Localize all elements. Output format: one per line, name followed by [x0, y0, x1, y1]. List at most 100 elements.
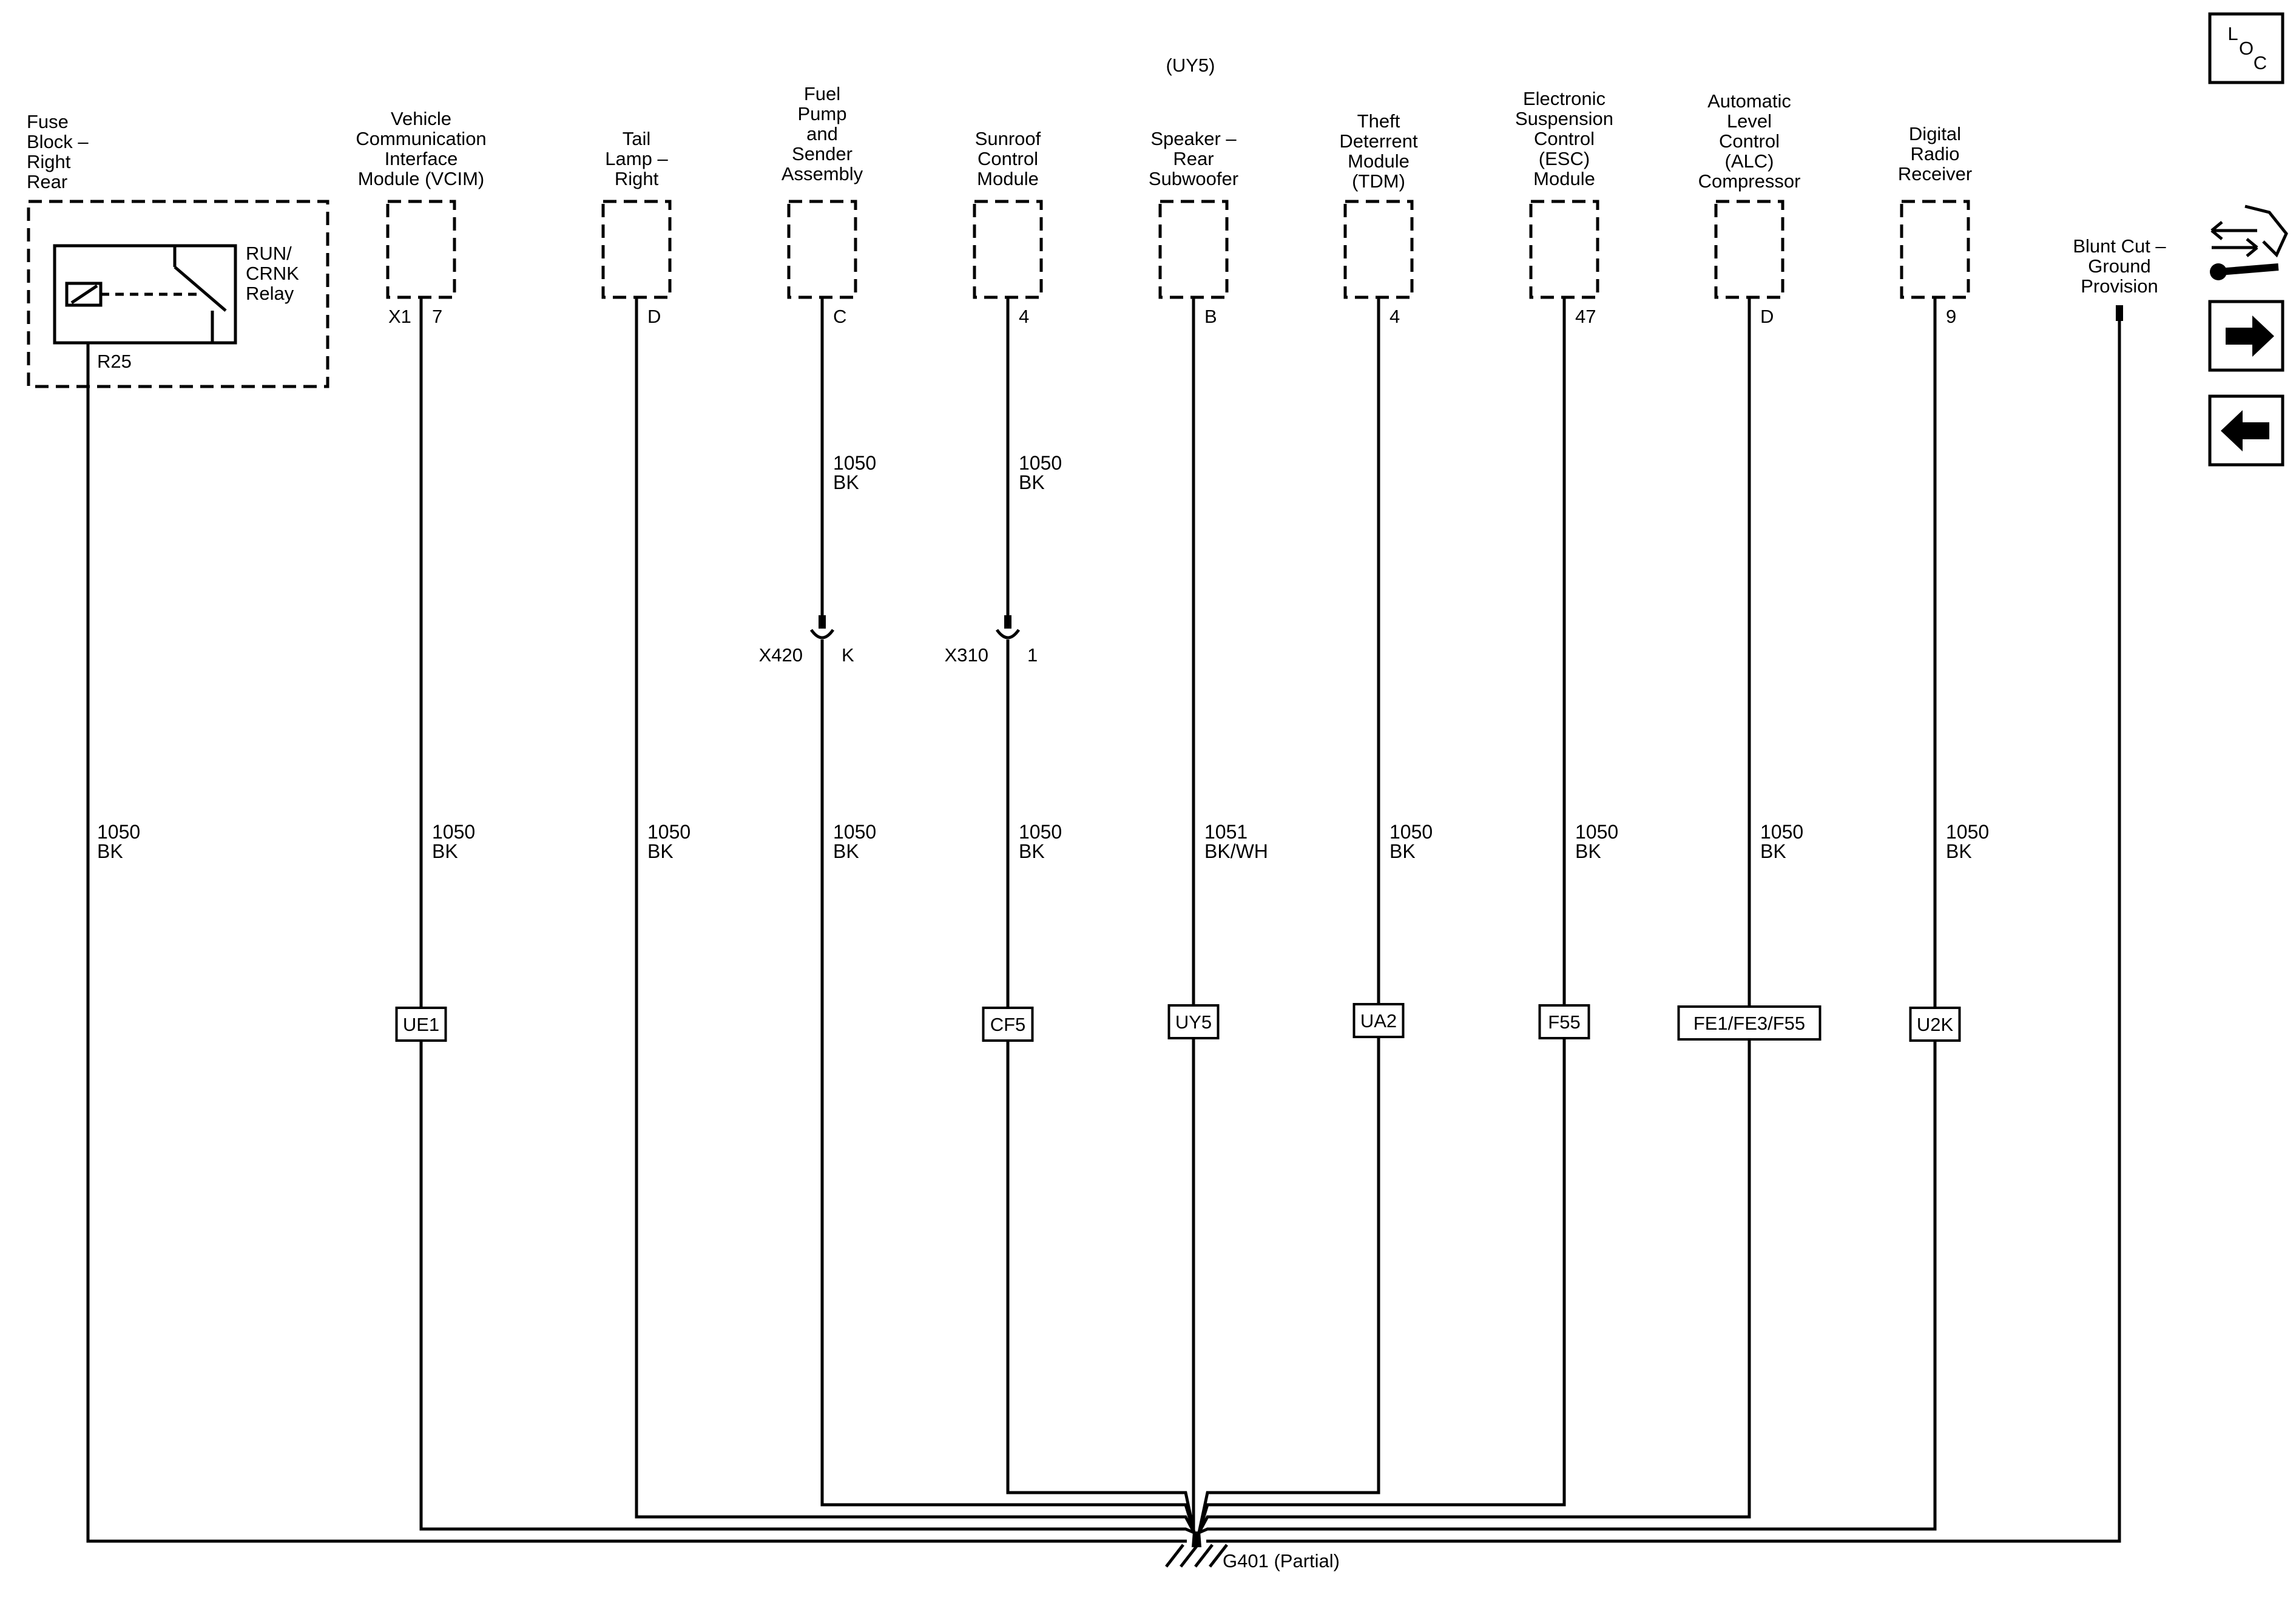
component-subwoofer-box: [1158, 200, 1229, 299]
fuse-block-title-line: Fuse: [27, 111, 69, 132]
component-esc-label-line: Module: [1533, 168, 1595, 189]
option-label-esc: F55: [1548, 1011, 1580, 1033]
component-fuel-pump-box: [787, 200, 857, 299]
option-box-subwoofer: [1167, 1004, 1220, 1039]
relay-wire-color: BK: [97, 840, 123, 862]
ground-bus: [86, 343, 1187, 1543]
inline-pin-label-sunroof: 1: [1027, 644, 1038, 666]
component-tail-lamp-label-line: Right: [615, 168, 659, 189]
pin-subwoofer: B: [1204, 306, 1217, 327]
component-tdm-label-line: Module: [1348, 150, 1410, 172]
fuse-block-title-line: Block –: [27, 131, 89, 152]
component-radio-label-line: Digital: [1909, 123, 1961, 144]
component-tail-lamp-label-line: Tail: [623, 128, 651, 149]
option-box-alc: [1677, 1005, 1822, 1041]
arrow-right-icon: [2226, 316, 2274, 357]
option-label-tdm: UA2: [1360, 1010, 1397, 1031]
fuse-block-outline: [27, 200, 329, 388]
circuit-fuel-pump: 1050: [833, 821, 876, 843]
ground-hash-2: [1194, 1544, 1214, 1568]
option-box-radio: [1909, 1007, 1961, 1042]
wrench-head: [2210, 263, 2227, 280]
relay-switch-blade: [174, 266, 227, 312]
connector-wrench-icon: [2210, 204, 2288, 280]
fuse-block-title-line: Right: [27, 151, 71, 172]
ground-hash-3: [1209, 1544, 1228, 1568]
color-sunroof: BK: [1019, 840, 1045, 862]
inline-pin-label-fuel-pump: K: [842, 644, 854, 666]
option-label-vcim: UE1: [403, 1014, 439, 1035]
blunt-cut-label-line: Provision: [2081, 275, 2158, 297]
color-vcim: BK: [432, 840, 458, 862]
circuit-tdm: 1050: [1389, 821, 1433, 843]
circuit-alc: 1050: [1760, 821, 1803, 843]
circuit-tail-lamp: 1050: [647, 821, 690, 843]
pin-tdm: 4: [1389, 306, 1400, 327]
option-tdm: UA2: [1352, 1003, 1405, 1038]
component-tdm-label-line: (TDM): [1352, 170, 1405, 192]
color-esc: BK: [1575, 840, 1601, 862]
loc-letter: C: [2254, 52, 2267, 73]
ground-point: [1192, 1531, 1201, 1547]
component-esc-box: [1529, 200, 1599, 299]
component-fuel-pump-label-line: Fuel: [804, 83, 840, 104]
ground-g401: G401 (Partial): [1165, 1531, 1340, 1571]
color-subwoofer: BK/WH: [1204, 840, 1268, 862]
component-tdm-label-line: Deterrent: [1339, 130, 1418, 152]
option-esc: F55: [1538, 1004, 1590, 1039]
arrow-left-icon: [2221, 410, 2269, 451]
connector-arrow-bottom: [2212, 238, 2258, 257]
color-fuel-pump: BK: [833, 840, 859, 862]
wire-esc: [1197, 297, 1566, 1533]
color-tdm: BK: [1389, 840, 1416, 862]
option-alc: FE1/FE3/F55: [1677, 1005, 1822, 1041]
loc-letter: L: [2227, 23, 2238, 44]
nav-panel: LOC: [2208, 12, 2288, 467]
option-label-subwoofer: UY5: [1175, 1011, 1212, 1033]
upper-color-sunroof: BK: [1019, 471, 1045, 493]
connector-cable: [2244, 204, 2288, 258]
circuit-radio: 1050: [1946, 821, 1989, 843]
pin-sunroof: 4: [1019, 306, 1029, 327]
component-alc-label-line: (ALC): [1725, 150, 1774, 172]
circuit-esc: 1050: [1575, 821, 1618, 843]
wire-vcim: [419, 297, 1195, 1534]
circuit-vcim: 1050: [432, 821, 475, 843]
ground-label: G401 (Partial): [1223, 1550, 1340, 1571]
component-esc-label-line: Electronic: [1523, 88, 1606, 109]
component-radio-box: [1900, 200, 1970, 299]
inline-socket-fuel-pump: [809, 629, 835, 640]
component-fuel-pump-label-line: and: [806, 123, 838, 144]
option-label-alc: FE1/FE3/F55: [1693, 1013, 1805, 1034]
component-alc-label-line: Control: [1719, 130, 1780, 152]
pin-esc: 47: [1575, 306, 1596, 327]
color-tail-lamp: BK: [647, 840, 674, 862]
wire-radio: [1198, 297, 1937, 1534]
option-box-sunroof: [982, 1007, 1034, 1042]
option-label-radio: U2K: [1917, 1014, 1954, 1035]
pin-tail-lamp: D: [647, 306, 661, 327]
inline-connector-sunroof: X310: [945, 644, 988, 666]
component-fuel-pump-label-line: Assembly: [782, 163, 863, 184]
wire-alc: [1197, 297, 1751, 1534]
circuit-subwoofer: 1051: [1204, 821, 1248, 843]
component-subwoofer-label-line: Subwoofer: [1149, 168, 1238, 189]
component-subwoofer-label-line: Rear: [1173, 148, 1214, 169]
inline-connector-fuel-pump: X420: [759, 644, 803, 666]
component-sunroof-label-line: Control: [977, 148, 1038, 169]
component-vcim-label-line: Module (VCIM): [358, 168, 484, 189]
component-esc: ElectronicSuspensionControl(ESC)Module47…: [1197, 88, 1618, 1533]
upper-color-fuel-pump: BK: [833, 471, 859, 493]
ground-hash-0: [1165, 1544, 1184, 1568]
option-subwoofer: UY5: [1167, 1004, 1220, 1039]
connector-vcim: X1: [388, 306, 411, 327]
component-sunroof-label-line: Module: [977, 168, 1039, 189]
wire-tdm: [1197, 297, 1380, 1533]
upper-circuit-sunroof: 1050: [1019, 452, 1062, 474]
